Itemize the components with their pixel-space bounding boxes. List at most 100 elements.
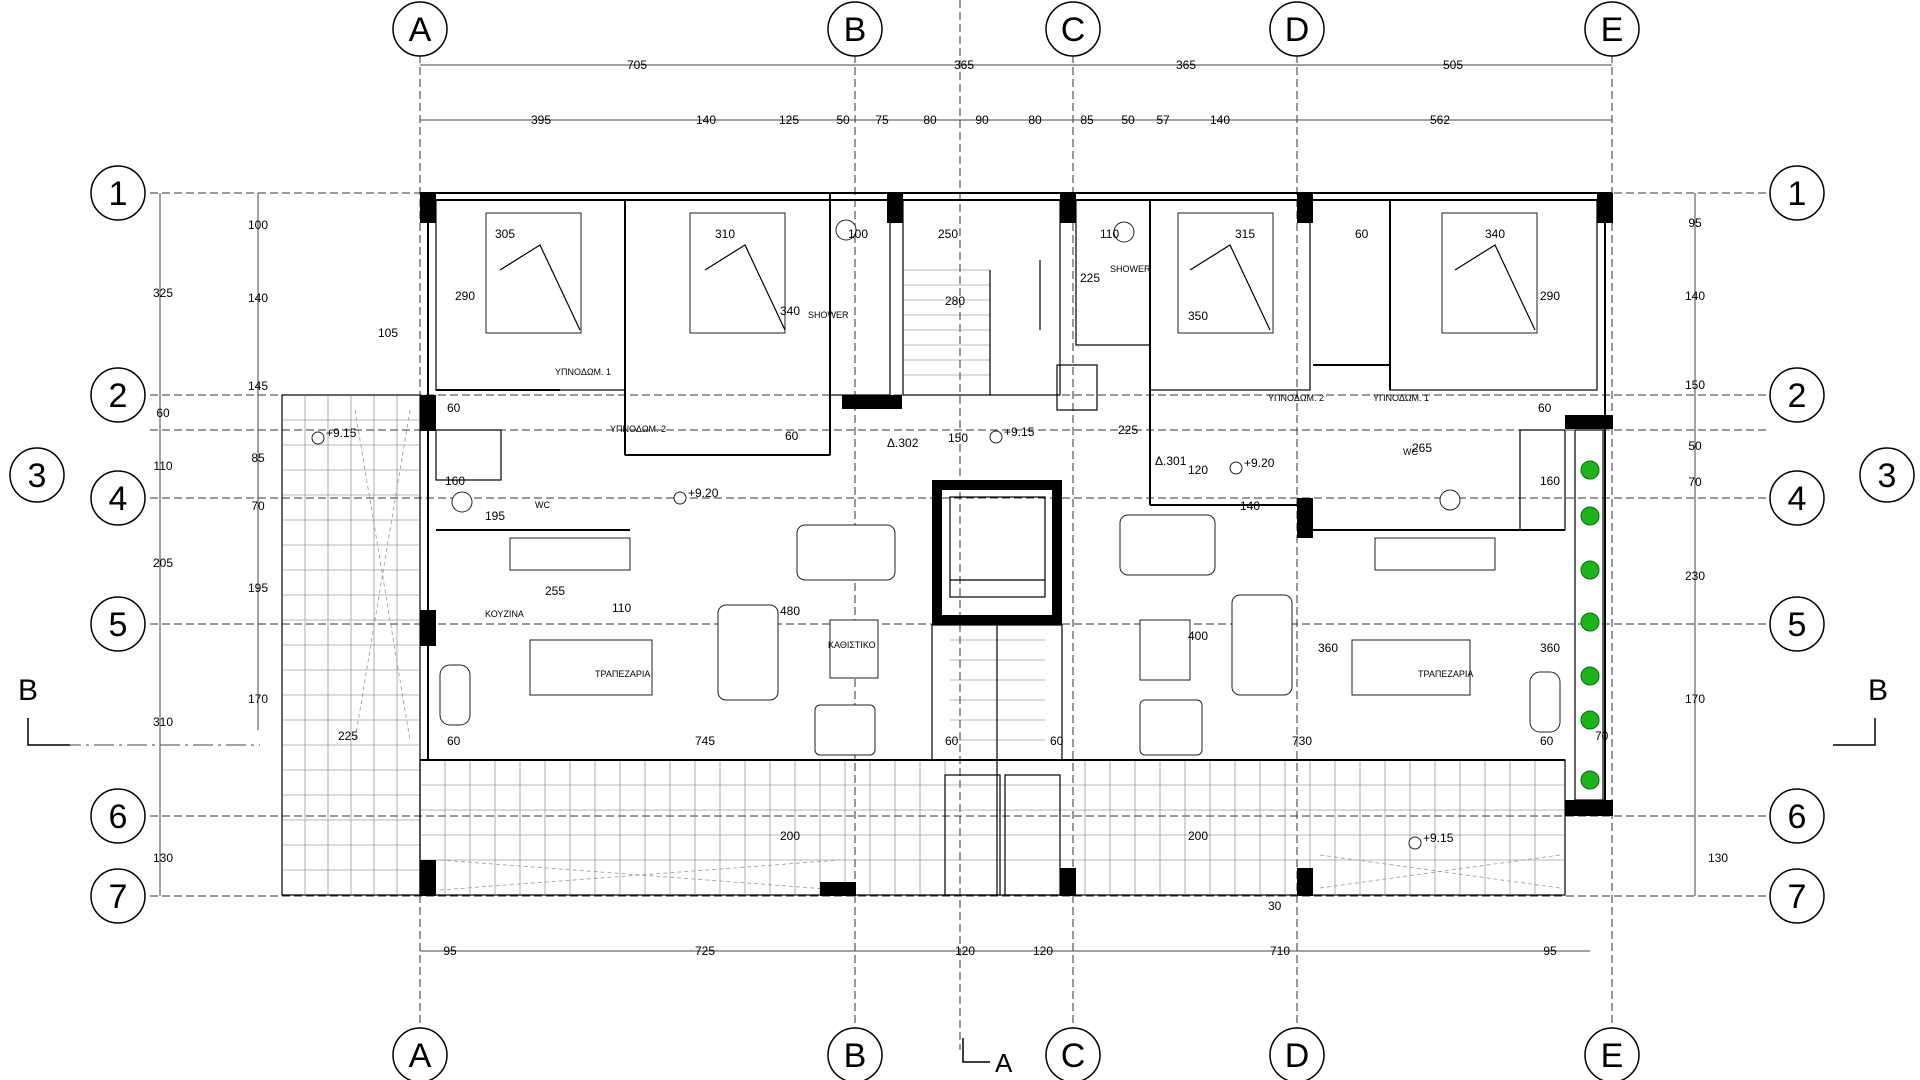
svg-text:1: 1 bbox=[109, 175, 128, 213]
dim-text: 120 bbox=[1033, 944, 1053, 958]
sofa-icon bbox=[717, 604, 779, 701]
dim-text: 60 bbox=[156, 406, 170, 420]
svg-text:340: 340 bbox=[780, 304, 800, 318]
plant-icon bbox=[1580, 770, 1600, 790]
room-label: ΥΠΝΟΔΩΜ. 1 bbox=[555, 367, 611, 377]
sink-icon bbox=[439, 664, 471, 726]
toilet-icon bbox=[835, 219, 857, 241]
svg-text:C: C bbox=[1061, 1037, 1086, 1075]
planter bbox=[1574, 429, 1604, 801]
grid-bubble-2-right: 2 bbox=[1769, 367, 1825, 423]
grid-bubble-6-right: 6 bbox=[1769, 788, 1825, 844]
grid-bubble-5-right: 5 bbox=[1769, 596, 1825, 652]
svg-text:360: 360 bbox=[1318, 641, 1338, 655]
shower-right bbox=[1075, 199, 1151, 346]
column-bubbles: A B C D E A B C D E bbox=[392, 1, 1640, 1080]
dim-text: 725 bbox=[695, 944, 715, 958]
svg-text:140: 140 bbox=[1240, 499, 1260, 513]
dim-text: 150 bbox=[1685, 378, 1705, 392]
svg-text:310: 310 bbox=[715, 227, 735, 241]
dim-text: 50 bbox=[1121, 113, 1135, 127]
dim-text: 395 bbox=[531, 113, 551, 127]
svg-text:60: 60 bbox=[447, 734, 461, 748]
grid-bubble-1-right: 1 bbox=[1769, 165, 1825, 221]
delta-label: Δ.301 bbox=[1155, 454, 1187, 468]
room-label: ΚΑΘΙΣΤΙΚΟ bbox=[828, 640, 876, 650]
room-label: ΥΠΝΟΔΩΜ. 2 bbox=[1268, 393, 1324, 403]
svg-text:4: 4 bbox=[1788, 480, 1807, 518]
svg-text:1: 1 bbox=[1788, 175, 1807, 213]
room-labels: ΥΠΝΟΔΩΜ. 1 ΥΠΝΟΔΩΜ. 2 ΥΠΝΟΔΩΜ. 2 ΥΠΝΟΔΩΜ… bbox=[485, 264, 1473, 679]
dim-text: 50 bbox=[836, 113, 850, 127]
svg-text:280: 280 bbox=[945, 294, 965, 308]
dim-text: 95 bbox=[443, 944, 457, 958]
kitchen-counter-icon bbox=[1374, 537, 1496, 571]
svg-text:70: 70 bbox=[1595, 729, 1609, 743]
grid-bubble-7-right: 7 bbox=[1769, 868, 1825, 924]
svg-text:265: 265 bbox=[1412, 441, 1432, 455]
bed-icon bbox=[1177, 212, 1274, 334]
dim-text: 140 bbox=[1685, 289, 1705, 303]
grid-bubble-E-top: E bbox=[1584, 1, 1640, 57]
svg-text:E: E bbox=[1601, 1037, 1624, 1075]
row-bubbles: 1 2 3 4 5 6 7 1 2 3 4 5 6 7 bbox=[9, 165, 1915, 924]
dining-table-icon bbox=[529, 639, 653, 696]
svg-text:5: 5 bbox=[109, 606, 128, 644]
dim-text: 50 bbox=[1688, 439, 1702, 453]
grid-bubble-7-left: 7 bbox=[90, 868, 146, 924]
dim-text: 325 bbox=[153, 286, 173, 300]
dim-text: 120 bbox=[955, 944, 975, 958]
plant-icon bbox=[1580, 710, 1600, 730]
svg-text:290: 290 bbox=[455, 289, 475, 303]
accessible-wc-symbol bbox=[1056, 364, 1098, 411]
dim-text: 140 bbox=[248, 291, 268, 305]
beds bbox=[485, 212, 1538, 334]
svg-text:225: 225 bbox=[1118, 423, 1138, 437]
svg-text:120: 120 bbox=[1188, 463, 1208, 477]
svg-text:305: 305 bbox=[495, 227, 515, 241]
dim-text: 505 bbox=[1443, 58, 1463, 72]
section-mark-a: A bbox=[995, 1048, 1013, 1078]
plant-icon bbox=[1580, 506, 1600, 526]
grid-bubble-A-bottom: A bbox=[392, 1027, 448, 1080]
room-label: ΥΠΝΟΔΩΜ. 2 bbox=[610, 424, 666, 434]
svg-text:730: 730 bbox=[1292, 734, 1312, 748]
room-label: WC bbox=[1403, 447, 1418, 457]
dining-table-icon bbox=[1351, 639, 1471, 696]
svg-text:255: 255 bbox=[545, 584, 565, 598]
terrace-bottom bbox=[419, 759, 1566, 896]
elevator-shaft bbox=[949, 496, 1046, 598]
svg-text:225: 225 bbox=[338, 729, 358, 743]
room-label: ΚΟΥΖΙΝΑ bbox=[485, 609, 524, 619]
dim-text: 80 bbox=[1028, 113, 1042, 127]
grid-bubble-C-top: C bbox=[1045, 1, 1101, 57]
grid-bubble-2-left: 2 bbox=[90, 367, 146, 423]
level-marker: +9.15 bbox=[1004, 425, 1035, 439]
dim-text: 230 bbox=[1685, 569, 1705, 583]
svg-text:110: 110 bbox=[612, 601, 631, 615]
section-mark-b-left: B bbox=[18, 674, 38, 707]
room-label: SHOWER bbox=[808, 310, 849, 320]
room-label: WC bbox=[535, 500, 550, 510]
level-marker: +9.20 bbox=[688, 486, 719, 500]
delta-label: Δ.302 bbox=[887, 436, 919, 450]
dim-text: 140 bbox=[696, 113, 716, 127]
dim-text: 140 bbox=[1210, 113, 1230, 127]
grid-bubble-D-top: D bbox=[1269, 1, 1325, 57]
svg-text:100: 100 bbox=[848, 227, 868, 241]
svg-text:6: 6 bbox=[109, 798, 128, 836]
sofa-icon bbox=[1231, 594, 1293, 696]
grid-bubble-E-bottom: E bbox=[1584, 1027, 1640, 1080]
wc-left bbox=[435, 429, 502, 481]
svg-text:E: E bbox=[1601, 11, 1624, 49]
svg-text:3: 3 bbox=[28, 457, 47, 495]
dim-text: 90 bbox=[975, 113, 989, 127]
svg-text:160: 160 bbox=[445, 474, 465, 488]
right-dimensions: 95 140 150 50 70 230 170 130 bbox=[1685, 216, 1728, 865]
plant-icon bbox=[1580, 460, 1600, 480]
svg-text:350: 350 bbox=[1188, 309, 1208, 323]
living-furniture bbox=[439, 219, 1561, 756]
dim-text: 85 bbox=[1080, 113, 1094, 127]
grid-bubble-A-top: A bbox=[392, 1, 448, 57]
svg-text:60: 60 bbox=[785, 429, 799, 443]
